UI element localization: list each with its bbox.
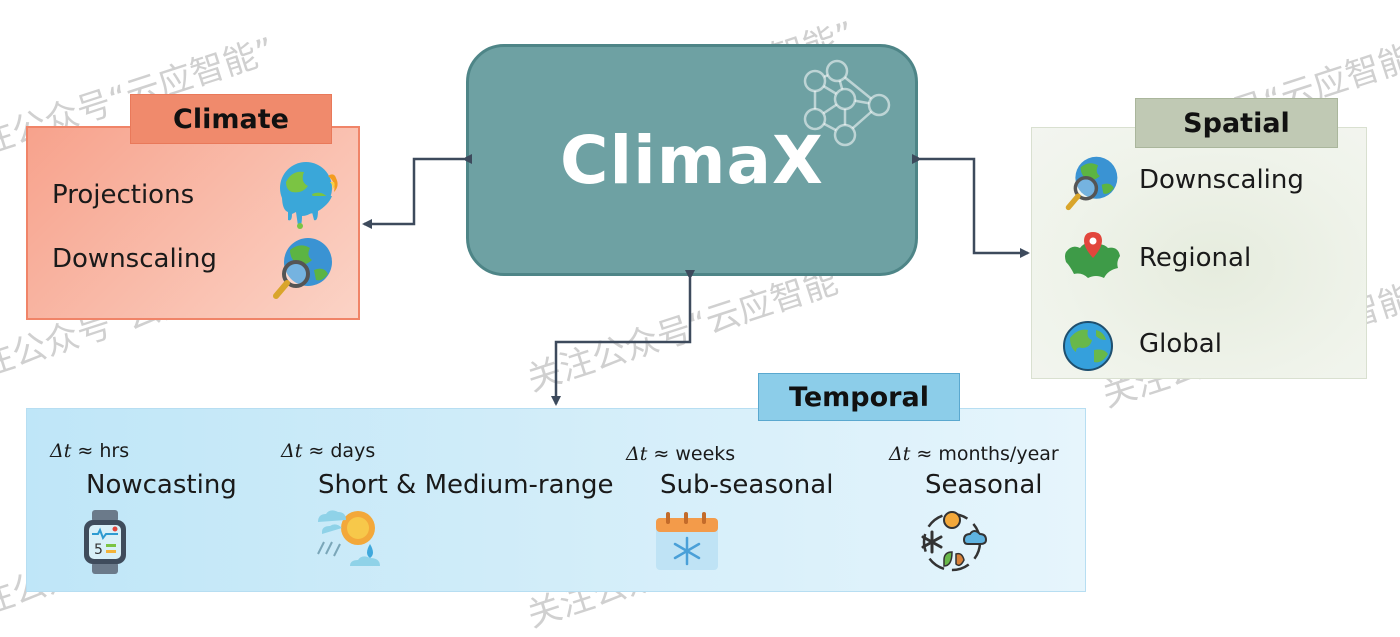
arrow-climax-temporal bbox=[551, 270, 695, 406]
neural-network-icon bbox=[797, 53, 897, 157]
delta-t-hrs: Δt ≈ hrs bbox=[50, 440, 130, 462]
earth-magnifier-icon bbox=[272, 236, 334, 304]
temporal-item-sub-seasonal: Sub-seasonal bbox=[660, 470, 834, 500]
climate-panel bbox=[26, 126, 360, 320]
arrow-climax-climate bbox=[362, 154, 472, 229]
melting-earth-icon bbox=[278, 160, 342, 236]
climate-item-downscaling: Downscaling bbox=[52, 244, 217, 274]
delta-t-months-year: Δt ≈ months/year bbox=[889, 443, 1059, 465]
spatial-item-regional: Regional bbox=[1139, 243, 1252, 273]
temporal-item-short-medium-range: Short & Medium-range bbox=[318, 470, 614, 500]
svg-text:5: 5 bbox=[94, 542, 103, 558]
spatial-header: Spatial bbox=[1135, 98, 1338, 148]
earth-magnifier-icon bbox=[1064, 155, 1120, 215]
weather-sun-rain-icon bbox=[314, 506, 384, 580]
spatial-item-downscaling: Downscaling bbox=[1139, 165, 1304, 195]
temporal-panel bbox=[26, 408, 1086, 592]
four-seasons-icon bbox=[916, 508, 988, 580]
temporal-header: Temporal bbox=[758, 373, 960, 421]
delta-t-days: Δt ≈ days bbox=[281, 440, 376, 462]
climate-item-projections: Projections bbox=[52, 180, 195, 210]
climax-model-box: ClimaX bbox=[466, 44, 918, 276]
temporal-item-nowcasting: Nowcasting bbox=[86, 470, 237, 500]
calendar-snowflake-icon bbox=[654, 510, 720, 576]
arrow-climax-spatial bbox=[912, 154, 1030, 258]
climate-header: Climate bbox=[130, 94, 332, 144]
smartwatch-icon: 5 bbox=[80, 508, 130, 580]
climax-title: ClimaX bbox=[560, 121, 824, 199]
delta-t-weeks: Δt ≈ weeks bbox=[626, 443, 736, 465]
temporal-item-seasonal: Seasonal bbox=[925, 470, 1043, 500]
map-pin-icon bbox=[1062, 230, 1124, 286]
globe-icon bbox=[1062, 320, 1114, 376]
spatial-item-global: Global bbox=[1139, 329, 1222, 359]
